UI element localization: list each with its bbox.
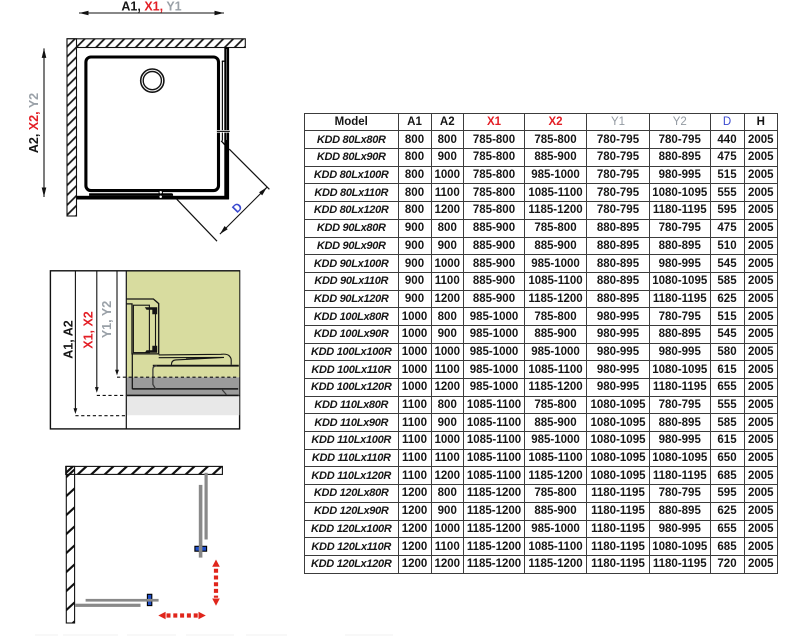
svg-text:X1, X2: X1, X2 <box>82 311 96 349</box>
svg-text:D: D <box>229 199 245 215</box>
svg-text:A1, X1, Y1: A1, X1, Y1 <box>121 0 181 14</box>
svg-text:Y1, Y2: Y1, Y2 <box>100 301 114 338</box>
svg-text:A1, A2: A1, A2 <box>61 320 75 358</box>
svg-text:A2, X2, Y2: A2, X2, Y2 <box>27 93 41 153</box>
